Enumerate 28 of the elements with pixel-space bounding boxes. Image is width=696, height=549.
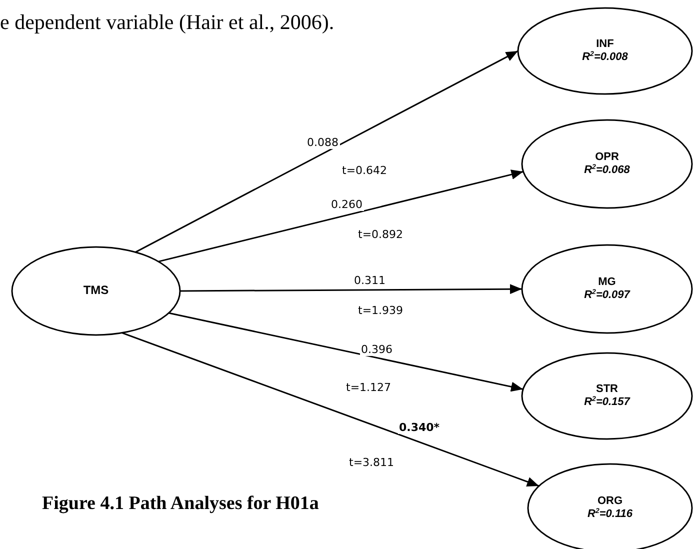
r-squared-value: R$^{2}$=0.068 bbox=[584, 164, 630, 177]
arrow bbox=[122, 332, 540, 487]
arrow bbox=[168, 312, 524, 392]
construct-name: TMS bbox=[83, 284, 109, 298]
path-coefficient: 0.260 bbox=[330, 198, 364, 211]
t-value: t=1.939 bbox=[358, 304, 404, 317]
construct-name: OPR bbox=[595, 151, 619, 164]
t-value: t=0.642 bbox=[342, 164, 388, 177]
r-squared-value: R$^{2}$=0.008 bbox=[582, 51, 628, 64]
path-coefficient: 0.396 bbox=[360, 343, 394, 356]
construct-name: ORG bbox=[597, 495, 623, 508]
path-coefficient: 0.311 bbox=[353, 274, 386, 287]
body-text: e dependent variable (Hair et al., 2006). bbox=[0, 10, 334, 35]
construct-name: MG bbox=[598, 276, 616, 289]
figure-caption: Figure 4.1 Path Analyses for H01a bbox=[42, 493, 319, 515]
arrow bbox=[158, 170, 524, 262]
t-value: t=3.811 bbox=[349, 456, 394, 469]
r-squared-value: R$^{2}$=0.157 bbox=[584, 396, 630, 409]
t-value: t=0.892 bbox=[358, 228, 404, 241]
path-coefficient: 0.340* bbox=[398, 421, 441, 434]
t-value: t=1.127 bbox=[346, 381, 392, 394]
r-squared-value: R$^{2}$=0.097 bbox=[584, 289, 630, 302]
r-squared-value: R$^{2}$=0.116 bbox=[588, 508, 632, 521]
path-coefficient: 0.088 bbox=[306, 136, 340, 149]
construct-name: INF bbox=[596, 38, 614, 51]
arrow bbox=[180, 284, 522, 294]
arrow bbox=[135, 50, 518, 253]
construct-name: STR bbox=[596, 383, 618, 396]
